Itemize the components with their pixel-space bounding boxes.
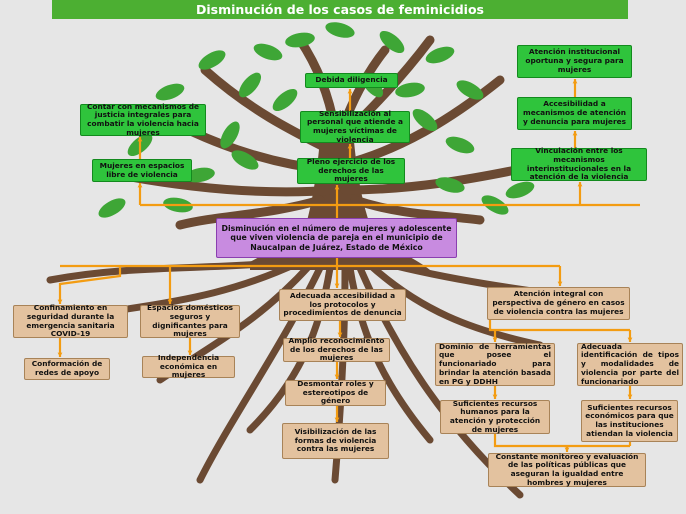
connector-arrowhead — [137, 137, 143, 142]
mean-redes-apoyo: Conformación de redes de apoyo — [24, 358, 110, 380]
connector-arrowhead — [167, 299, 173, 304]
tree-leaf — [325, 22, 355, 38]
tree-leaf — [98, 198, 126, 218]
mean-dominio-herramientas: Dominio de herramientas que posee el fun… — [435, 342, 555, 386]
mean-constante-monitoreo: Constante monitoreo y evaluación de las … — [488, 452, 646, 487]
connector-arrowhead — [627, 394, 633, 399]
tree-leaf — [185, 167, 215, 183]
tree-leaf — [456, 80, 484, 100]
tree-leaf — [220, 121, 240, 149]
connector-arrowhead — [557, 281, 563, 286]
tree-leaf — [425, 46, 455, 64]
connector-arrowhead — [564, 447, 570, 452]
connector-arrowhead — [334, 283, 340, 288]
connector-arrowhead — [627, 337, 633, 342]
central-problem-box: Disminución en el número de mujeres y ad… — [216, 218, 457, 258]
tree-leaf — [445, 136, 475, 154]
mean-confinamiento: Confinamiento en seguridad durante la em… — [13, 303, 128, 338]
end-pleno-ejercicio: Pleno ejercicio de los derechos de las m… — [297, 157, 405, 184]
end-debida-diligencia: Debida diligencia — [305, 73, 398, 88]
connector-arrowhead — [187, 350, 193, 355]
mean-amplio-reconocimiento: Amplio reconocimiento de los derechos de… — [283, 336, 390, 362]
connector-arrowhead — [337, 332, 343, 337]
end-vinculacion: Vinculación entre los mecanismos interin… — [511, 146, 647, 181]
end-espacios-libre: Mujeres en espacios libre de violencia — [92, 159, 192, 182]
tree-root — [46, 258, 294, 284]
connector-arrowhead — [577, 182, 583, 187]
mean-espacios-domesticos: Espacios domésticos seguros y dignifican… — [140, 303, 240, 338]
tree-root — [366, 261, 544, 349]
connector-arrowhead — [334, 374, 340, 379]
tree-leaf — [285, 32, 315, 48]
end-atencion-institucional: Atención institucional oportuna y segura… — [517, 45, 632, 78]
tree-leaf — [238, 72, 262, 98]
mean-visibilizacion: Visibilización de las formas de violenci… — [282, 423, 389, 459]
tree-leaf — [379, 30, 405, 54]
tree-leaf — [253, 43, 283, 61]
mean-suficientes-humanos: Suficientes recursos humanos para la ate… — [440, 399, 550, 434]
connector-integral-branch — [488, 320, 630, 332]
connector-arrowhead — [572, 131, 578, 136]
tree-leaf — [198, 50, 226, 70]
tree-leaf — [412, 108, 438, 132]
mean-independencia: Independencia económica en mujeres — [142, 353, 235, 379]
mean-desmontar-roles: Desmontar roles y estereotipos de género — [285, 379, 386, 406]
tree-leaf — [505, 181, 535, 199]
mean-adecuada-accesibilidad: Adecuada accesibilidad a los protocolos … — [279, 289, 406, 321]
end-accesibilidad-mecanismos: Accesibilidad a mecanismos de atención y… — [517, 97, 632, 130]
mean-adecuada-identificacion: Adecuada identificación de tipos y modal… — [577, 342, 683, 386]
connector-arrowhead — [347, 89, 353, 94]
tree-leaf — [395, 82, 425, 98]
connector-arrowhead — [137, 183, 143, 188]
mean-suficientes-economicos: Suficientes recursos económicos para que… — [581, 400, 678, 442]
connector-monitoreo-branch — [493, 434, 630, 448]
connector-arrowhead — [57, 352, 63, 357]
connector-arrowhead — [572, 79, 578, 84]
diagram-title: Disminución de los casos de feminicidios — [52, 0, 628, 19]
connector-arrowhead — [347, 144, 353, 149]
connector-to-confinamiento — [58, 266, 122, 304]
tree-leaf — [231, 150, 259, 170]
end-sensibilizacion: Sensibilización al personal que atiende … — [300, 109, 410, 144]
connector-arrowhead — [334, 185, 340, 190]
end-contar-mecanismos: Contar con mecanismos de justicia integr… — [80, 102, 206, 137]
tree-branch — [200, 65, 335, 155]
connector-arrowhead — [57, 299, 63, 304]
connector-arrowhead — [492, 337, 498, 342]
mean-atencion-integral: Atención integral con perspectiva de gén… — [487, 287, 630, 320]
tree-leaf — [155, 83, 185, 101]
tree-leaf — [272, 88, 298, 112]
connector-arrowhead — [492, 394, 498, 399]
connector-arrowhead — [334, 417, 340, 422]
tree-leaf — [435, 177, 465, 193]
